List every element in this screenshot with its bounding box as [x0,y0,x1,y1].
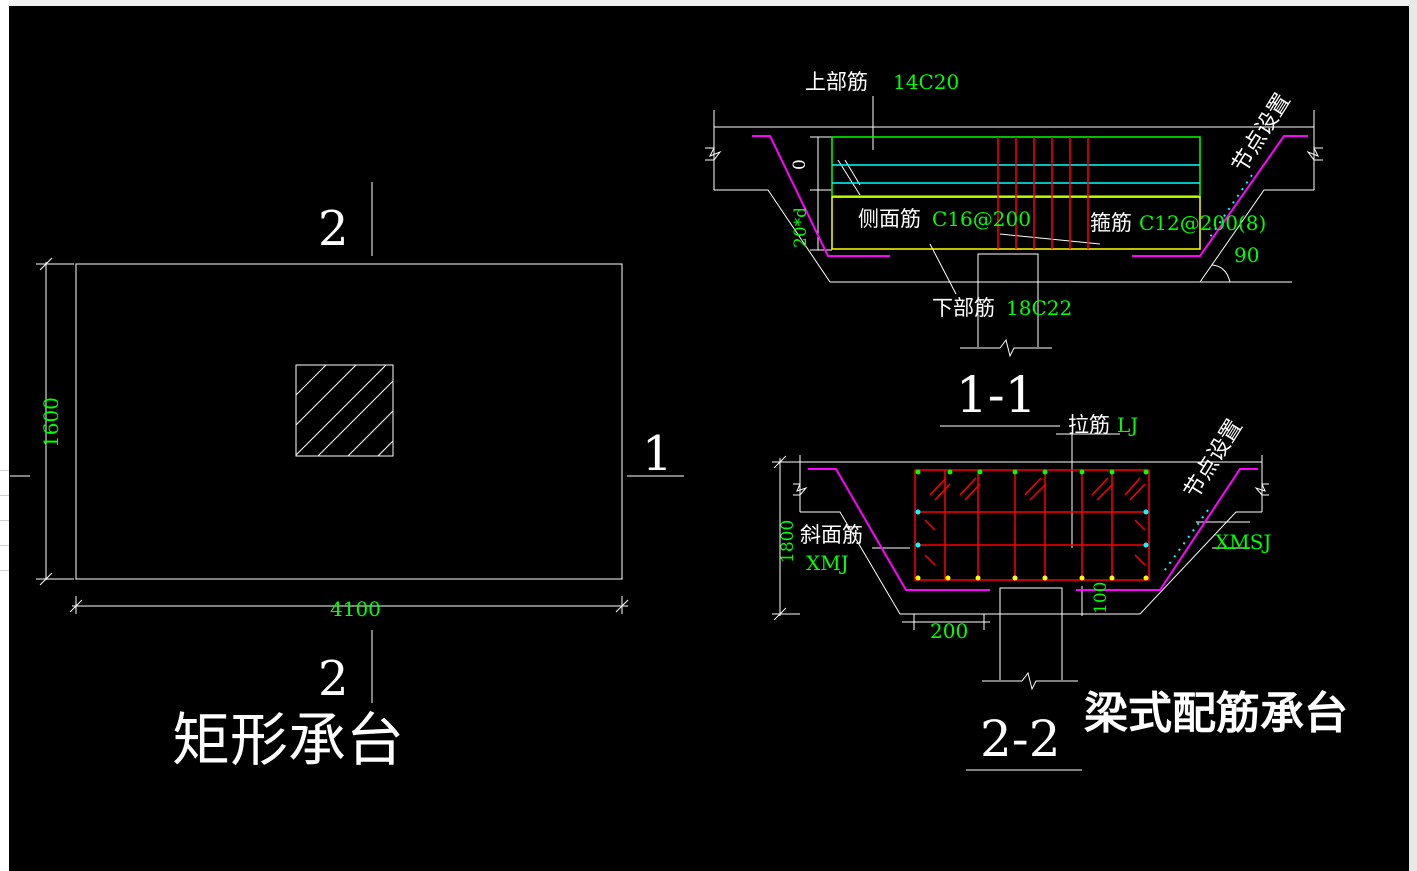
slope-bar-value: XMJ [806,551,849,575]
top-bar-label: 上部筋 [805,70,868,94]
dim-20d: 20*d [791,207,811,248]
slope-bar-label: 斜面筋 [800,523,863,547]
section-2-2 [772,433,1269,771]
left-gutter [0,0,9,871]
stirrup-value: C12@200(8) [1139,211,1266,235]
plan-view [10,182,684,703]
scrollbar[interactable] [1409,0,1417,871]
cap-outline [75,263,623,580]
angle-value: 90 [1234,243,1259,267]
section-1-1 [705,96,1323,427]
side-bar-value: C16@200 [932,207,1031,231]
plan-title: 矩形承台 [172,706,404,774]
bottom-bar-label: 下部筋 [932,296,995,320]
dim-1800: 1800 [778,520,798,563]
beam-cap-title: 梁式配筋承台 [1084,688,1348,739]
stirrup-label: 箍筋 [1090,211,1132,235]
column-hatch [295,364,394,457]
dim-height [36,257,74,586]
drawing: 2 2 1 1600 4100 矩形承台 上部筋 14C20 节点设置 0 20… [10,70,1348,774]
dim-width [69,596,629,614]
node-label-1: 节点设置 [1228,89,1296,177]
plan-dim-height: 1600 [39,397,63,448]
plan-section-mark-bottom: 2 [318,651,349,707]
plan-dim-width: 4100 [330,597,381,621]
tie-label: 拉筋 [1068,413,1110,437]
column [295,364,394,457]
cad-canvas[interactable]: 2 2 1 1600 4100 矩形承台 上部筋 14C20 节点设置 0 20… [9,6,1409,871]
plan-section-mark-top: 2 [318,201,349,257]
tie-value: LJ [1117,413,1138,437]
dim-100: 100 [1091,582,1111,614]
dim-zero: 0 [790,159,810,170]
node-label-2: 节点设置 [1180,415,1248,503]
section-2-2-name: 2-2 [980,710,1061,768]
xmsj-label: XMSJ [1215,530,1271,554]
dim-200: 200 [930,619,968,643]
section-1-1-name: 1-1 [956,366,1037,424]
side-bar-label: 侧面筋 [858,207,921,231]
top-bar-value: 14C20 [893,70,959,94]
bottom-bar-value: 18C22 [1006,296,1072,320]
plan-section-mark-right: 1 [642,426,673,482]
